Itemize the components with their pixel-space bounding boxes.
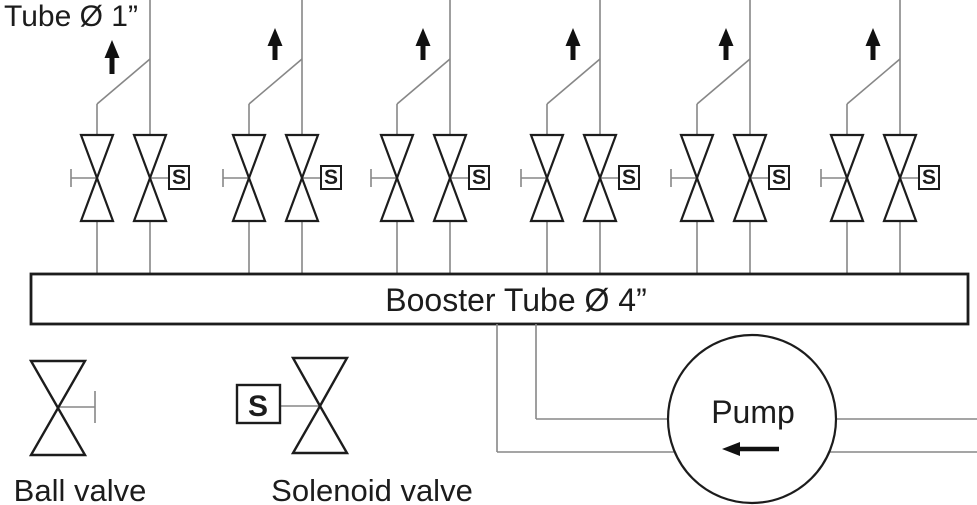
flow-up-arrow-icon [565,28,581,60]
branch: S [222,0,342,274]
solenoid-coil-box [918,165,940,190]
solenoid-s-label: S [922,166,936,189]
bypass-diagonal-pipe [546,58,601,105]
legend-ball-valve-symbol [28,359,96,457]
ball-valve-symbol [670,133,715,223]
flow-up-arrow-icon [415,28,431,60]
solenoid-s-label: S [772,166,786,189]
solenoid-coil-box [235,383,282,425]
flow-up-arrow-icon [865,28,881,60]
pump-body [666,333,838,505]
booster-tube-body [29,272,970,326]
pump-flow-left-arrow-icon [722,442,779,456]
tube-diameter-label: Tube Ø 1” [4,0,138,33]
solenoid-coil-box [320,165,342,190]
solenoid-valve-symbol: S [732,133,790,223]
solenoid-valve-symbol: S [132,133,190,223]
ball-valve-symbol [520,133,565,223]
branch: S [370,0,490,274]
bypass-diagonal-pipe [96,58,151,105]
solenoid-coil-box [768,165,790,190]
solenoid-s-label: S [324,166,338,189]
branch: S [670,0,790,274]
ball-valve-symbol [370,133,415,223]
flow-up-arrow-icon [104,40,120,74]
legend: Ball valve S Solenoid valve [14,356,473,505]
solenoid-coil-box [468,165,490,190]
flow-up-arrow-icon [718,28,734,60]
branch: S [70,0,190,274]
pump-label: Pump [711,394,795,430]
bypass-diagonal-pipe [846,58,901,105]
ball-valve-symbol [820,133,865,223]
solenoid-valve-symbol: S [882,133,940,223]
ball-valve-symbol [70,133,115,223]
solenoid-s-label: S [622,166,636,189]
flow-up-arrow-icon [267,28,283,60]
booster-tube: Booster Tube Ø 4” [29,272,970,326]
ball-valve-symbol [222,133,267,223]
solenoid-valve-symbol: S [582,133,640,223]
bypass-diagonal-pipe [248,58,303,105]
branch: S [820,0,940,274]
legend-ball-valve-label: Ball valve [14,473,147,505]
pump: Pump [666,333,838,505]
bypass-diagonal-pipe [696,58,751,105]
legend-solenoid-valve-label: Solenoid valve [271,473,473,505]
solenoid-coil-box [168,165,190,190]
solenoid-s-label: S [172,166,186,189]
legend-solenoid-s-label: S [248,390,268,423]
legend-solenoid-valve-symbol: S [235,356,350,455]
solenoid-s-label: S [472,166,486,189]
branch: S [520,0,640,274]
solenoid-coil-box [618,165,640,190]
booster-tube-label: Booster Tube Ø 4” [385,282,646,318]
pump-piping [496,324,977,453]
solenoid-valve-symbol: S [432,133,490,223]
bypass-diagonal-pipe [396,58,451,105]
solenoid-valve-symbol: S [284,133,342,223]
